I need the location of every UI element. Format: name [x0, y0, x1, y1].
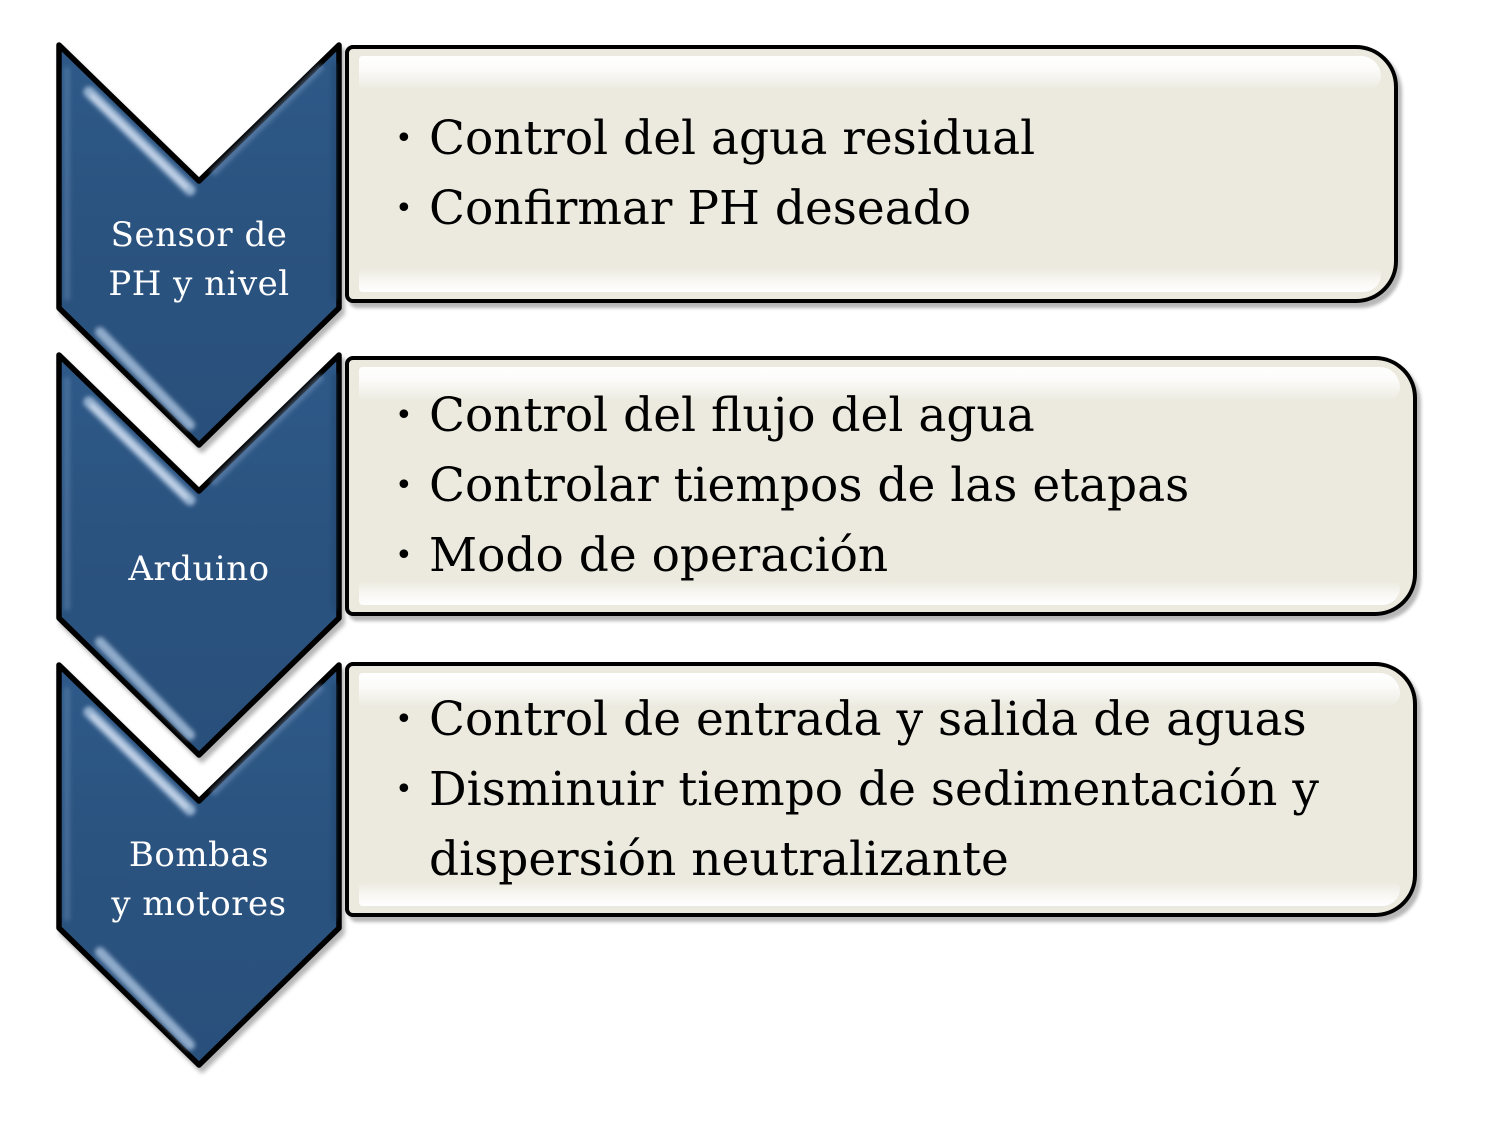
bullet-text: Confirmar PH deseado — [429, 181, 972, 236]
bullet-list-1: • Control del agua residual • Confirmar … — [349, 104, 1063, 244]
bullet-icon: • — [395, 468, 413, 503]
bullet-list-2: • Control del flujo del agua • Controlar… — [349, 381, 1217, 591]
bullet-icon: • — [395, 538, 413, 573]
bullet-item: • Modo de operación — [393, 521, 1189, 591]
bullet-item: • Confirmar PH deseado — [393, 174, 1035, 244]
bullet-icon: • — [395, 121, 413, 156]
gloss-highlight — [359, 56, 1381, 90]
bullet-item: • Disminuir tiempo de sedimentación y di… — [393, 755, 1385, 895]
detail-box-2: • Control del flujo del agua • Controlar… — [345, 356, 1417, 616]
bullet-icon: • — [395, 771, 413, 807]
bullet-icon: • — [395, 191, 413, 226]
bullet-text: Controlar tiempos de las etapas — [429, 458, 1190, 513]
chevron-down-icon — [56, 662, 342, 1068]
bullet-text: Modo de operación — [429, 528, 889, 583]
bullet-item: • Control del agua residual — [393, 104, 1035, 174]
chevron-down-icon — [56, 42, 342, 448]
bullet-item: • Control del flujo del agua — [393, 381, 1189, 451]
bullet-list-3: • Control de entrada y salida de aguas •… — [349, 685, 1413, 895]
bullet-icon: • — [395, 701, 413, 737]
bullet-item: • Control de entrada y salida de aguas — [393, 685, 1385, 755]
bullet-text: Control del flujo del agua — [429, 388, 1035, 443]
detail-box-3: • Control de entrada y salida de aguas •… — [345, 662, 1417, 917]
bullet-text: Disminuir tiempo de sedimentación y disp… — [429, 761, 1319, 887]
chevron-down-icon — [56, 352, 342, 758]
detail-box-1: • Control del agua residual • Confirmar … — [345, 45, 1398, 303]
bullet-text: Control de entrada y salida de aguas — [429, 691, 1307, 747]
bullet-item: • Controlar tiempos de las etapas — [393, 451, 1189, 521]
chevron-step-3: Bombas y motores — [54, 660, 344, 1070]
bullet-icon: • — [395, 398, 413, 433]
gloss-highlight — [359, 268, 1381, 292]
bullet-text: Control del agua residual — [429, 111, 1036, 166]
